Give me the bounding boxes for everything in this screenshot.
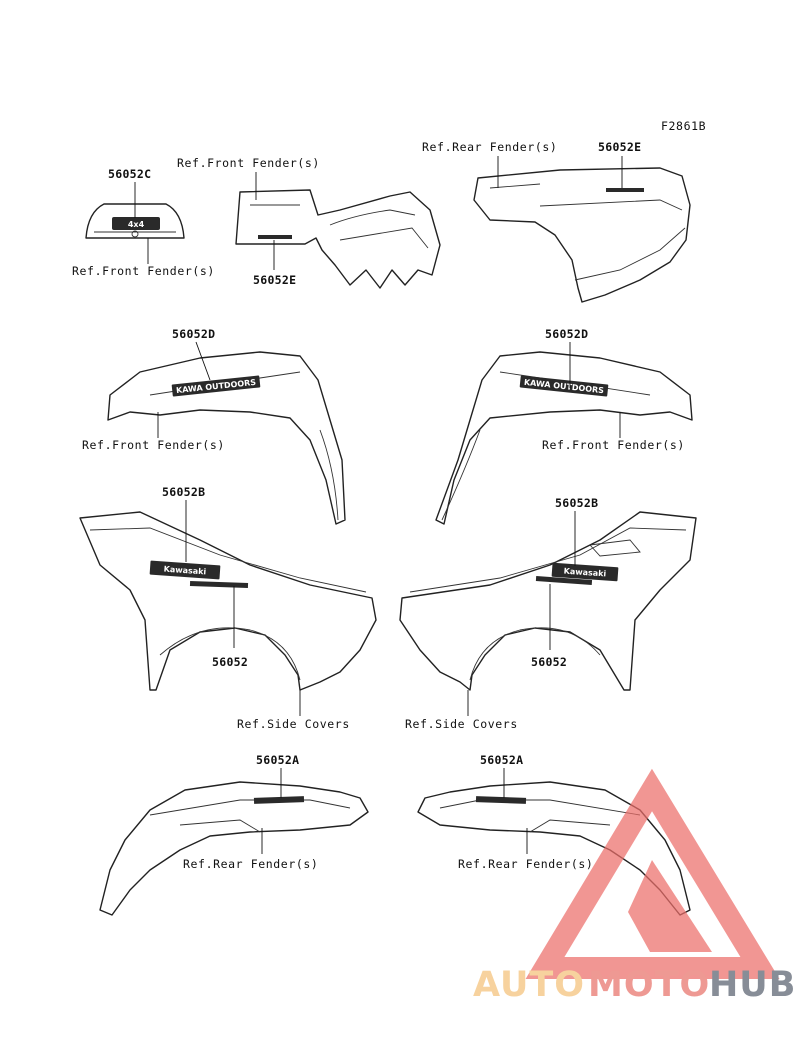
- part-rear-fender-left: [99, 781, 369, 916]
- part-side-cover-right: Kawasaki: [399, 511, 697, 691]
- label-56052e-left: 56052E: [253, 273, 296, 287]
- label-ref-front-fender-e: Ref.Front Fender(s): [177, 156, 320, 170]
- watermark-auto: AUTO: [473, 965, 585, 1005]
- label-56052d-right: 56052D: [545, 327, 588, 341]
- label-56052d-left: 56052D: [172, 327, 215, 341]
- label-56052c: 56052C: [108, 167, 151, 181]
- watermark-moto: MOTO: [588, 965, 710, 1005]
- watermark-triangle-logo: [525, 768, 780, 979]
- figure-id: F2861B: [661, 119, 706, 133]
- label-ref-rear-fender-a-right: Ref.Rear Fender(s): [458, 857, 593, 871]
- watermark-hub: HUB: [709, 965, 796, 1005]
- label-56052a-right: 56052A: [480, 753, 523, 767]
- label-ref-side-covers-left: Ref.Side Covers: [237, 717, 350, 731]
- part-front-fender-right: KAWA OUTDOORS: [435, 351, 693, 525]
- svg-text:4x4: 4x4: [128, 220, 145, 229]
- label-56052-right: 56052: [531, 655, 567, 669]
- svg-text:Kawasaki: Kawasaki: [163, 565, 206, 577]
- label-ref-rear-fender-a-left: Ref.Rear Fender(s): [183, 857, 318, 871]
- svg-text:Kawasaki: Kawasaki: [563, 567, 606, 579]
- brand-decal-left: Kawasaki: [149, 560, 221, 580]
- label-ref-rear-fender-e: Ref.Rear Fender(s): [422, 140, 557, 154]
- label-ref-front-fender-c: Ref.Front Fender(s): [72, 264, 215, 278]
- badge-4x4-decal: 4x4: [112, 217, 160, 230]
- label-ref-side-covers-right: Ref.Side Covers: [405, 717, 518, 731]
- part-rear-fender-top: [473, 167, 691, 303]
- label-56052-left: 56052: [212, 655, 248, 669]
- label-ref-front-fender-d-right: Ref.Front Fender(s): [542, 438, 685, 452]
- part-front-fender-center: [235, 189, 441, 289]
- part-56052c-cover: 4x4: [85, 203, 185, 239]
- label-ref-front-fender-d-left: Ref.Front Fender(s): [82, 438, 225, 452]
- label-56052b-left: 56052B: [162, 485, 205, 499]
- part-rear-fender-right: [417, 781, 691, 916]
- label-56052b-right: 56052B: [555, 496, 598, 510]
- part-front-fender-left: KAWA OUTDOORS: [107, 351, 346, 525]
- automotohub-watermark: AUTO MOTO HUB: [473, 768, 796, 1005]
- part-side-cover-left: Kawasaki: [79, 511, 377, 691]
- label-56052a-left: 56052A: [256, 753, 299, 767]
- brand-decal-right: Kawasaki: [551, 562, 619, 582]
- label-56052e-right: 56052E: [598, 140, 641, 154]
